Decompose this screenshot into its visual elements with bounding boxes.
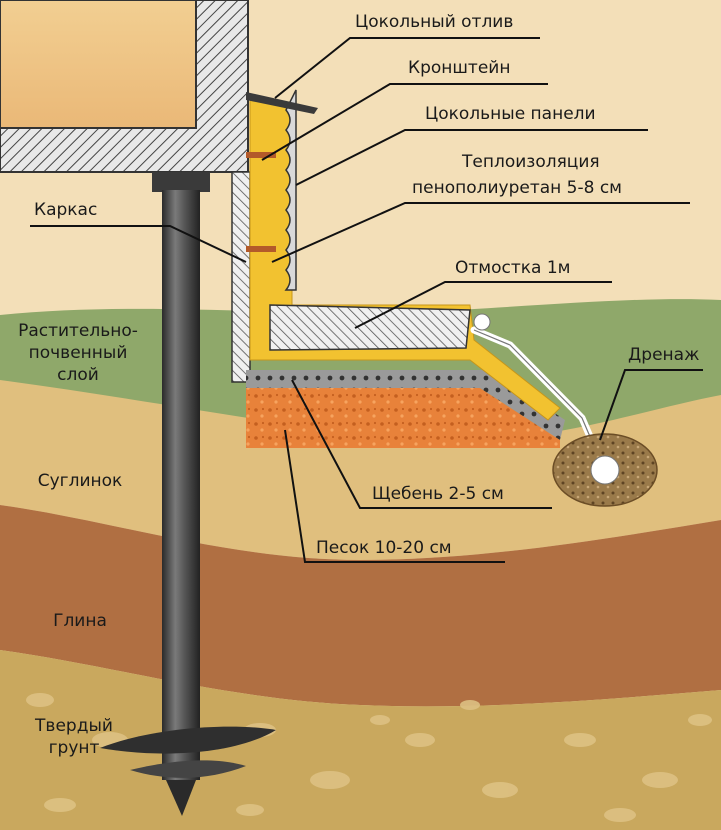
soil-topsoil-line3: слой (57, 365, 99, 385)
bracket-marks (246, 152, 276, 252)
pile-cap (152, 172, 210, 192)
drain-pipe-section (590, 455, 620, 485)
leader-plinth-drip (274, 37, 540, 99)
leader-drainage (599, 369, 703, 441)
soil-topsoil-line2: почвенный (28, 343, 128, 363)
leader-lines (30, 37, 703, 563)
label-frame: Каркас (34, 200, 98, 220)
label-blind-area: Отмостка 1м (455, 258, 571, 278)
leader-blind-area (354, 281, 612, 329)
plinth-drip (246, 92, 318, 114)
plinth-panel (284, 89, 297, 291)
pile-helix-2 (130, 760, 246, 778)
gravel-layer (246, 370, 565, 440)
room-interior (0, 0, 197, 129)
soil-hard-ground-line1: Твердый (35, 716, 113, 736)
label-insulation-line1: Теплоизоляция (462, 152, 600, 172)
label-insulation-line2: пенополиуретан 5-8 см (412, 178, 623, 198)
soil-hard-ground-line2: грунт (48, 738, 100, 758)
leader-bracket (261, 83, 548, 161)
label-sand: Песок 10-20 см (316, 538, 452, 558)
leader-gravel (291, 379, 552, 509)
label-plinth-panels: Цокольные панели (425, 104, 596, 124)
soil-clay-label: Глина (53, 611, 107, 631)
soil-hard-ground-label: Твердый грунт (4, 715, 144, 759)
pile-tip (166, 780, 196, 816)
label-plinth-drip: Цокольный отлив (355, 12, 514, 32)
soil-topsoil-label: Растительно- почвенный слой (4, 320, 152, 386)
screw-pile (100, 172, 276, 816)
pile-shaft (162, 190, 200, 780)
house-structure (0, 0, 249, 173)
leader-sand (284, 429, 505, 563)
leader-frame (30, 225, 247, 263)
plinth-frame-wall (231, 171, 251, 383)
drain-pipe (470, 313, 658, 507)
leader-insulation (271, 202, 690, 263)
label-drainage: Дренаж (628, 345, 700, 365)
soil-topsoil-line1: Растительно- (18, 321, 138, 341)
soil-loam-label: Суглинок (37, 471, 123, 491)
blind-area-slab (269, 304, 471, 351)
pile-helix (100, 726, 276, 754)
sand-bed (246, 388, 560, 448)
label-bracket: Кронштейн (408, 58, 511, 78)
leader-plinth-panels (295, 129, 648, 186)
label-gravel: Щебень 2-5 см (372, 484, 504, 504)
